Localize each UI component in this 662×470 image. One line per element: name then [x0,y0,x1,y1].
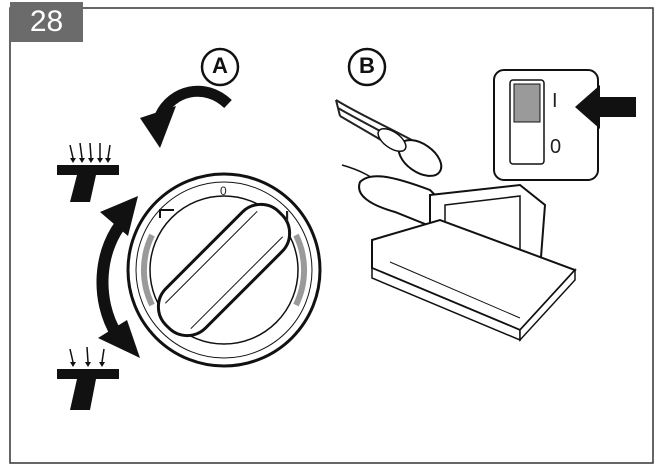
power-switch-inset [493,69,599,181]
panel-b-circle [347,47,387,87]
dial-off-mark: 0 [220,184,227,198]
steam-low-icon [57,346,119,410]
figure-border [9,7,654,464]
switch-off-label: 0 [550,136,562,158]
figure-number: 28 [29,5,64,38]
panel-a-label: A [212,53,228,78]
two-way-arrow-icon [96,196,140,358]
steam-dial [126,172,322,368]
steam-iron-illustration [335,99,577,342]
pointer-arrow-icon [575,85,636,129]
panel-a-circle [200,47,240,87]
switch-on-label: I [552,90,558,112]
rotate-arrow-icon [140,85,232,148]
panel-b-label: B [359,53,375,78]
dial-max-mark: I [285,208,290,225]
figure-number-box [10,2,83,42]
steam-high-icon [57,142,119,202]
